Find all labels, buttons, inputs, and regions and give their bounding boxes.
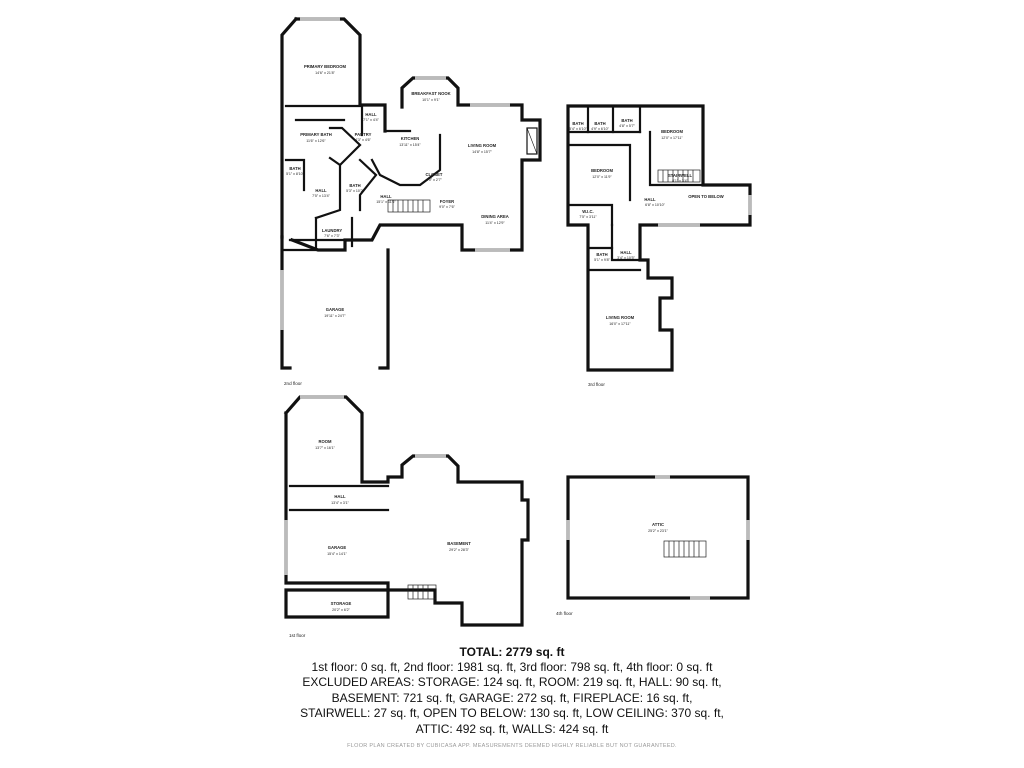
- summary-line: EXCLUDED AREAS: STORAGE: 124 sq. ft, ROO…: [302, 675, 722, 690]
- room-dims: 5'4" x 6'10": [569, 127, 587, 131]
- room-name: LIVING ROOM: [606, 315, 635, 320]
- room-dims: 4'8" x 5'7": [619, 124, 635, 128]
- room-name: GARAGE: [328, 545, 347, 550]
- summary-line: ATTIC: 492 sq. ft, WALLS: 424 sq. ft: [415, 721, 609, 736]
- room-name: BATH: [596, 252, 607, 257]
- room-name: LIVING ROOM: [468, 143, 497, 148]
- room-name: ATTIC: [652, 522, 664, 527]
- room-dims: 7'5" x 3'11": [579, 215, 597, 219]
- room-name: BATH: [349, 183, 360, 188]
- floor-label: 4th floor: [556, 611, 573, 616]
- room-name: KITCHEN: [401, 136, 420, 141]
- summary-line: STAIRWELL: 27 sq. ft, OPEN TO BELOW: 130…: [300, 706, 724, 721]
- room-dims: 5'1" x 9'8": [594, 258, 610, 262]
- room-name: STAIRWELL: [668, 173, 692, 178]
- room-name: STORAGE: [331, 601, 352, 606]
- room-name: BEDROOM: [591, 168, 613, 173]
- room-dims: 4'3" x 4'6": [355, 138, 371, 142]
- room-name: HALL: [365, 112, 377, 117]
- room-name: DINING AREA: [481, 214, 509, 219]
- room-dims: 4'0" x 2'7": [426, 178, 442, 182]
- credit-text: FLOOR PLAN CREATED BY CUBICASA APP. MEAS…: [347, 743, 677, 750]
- room-dims: 16'0" x 17'11": [609, 322, 631, 326]
- room-dims: 15'4" x 14'1": [327, 552, 347, 556]
- room-name: BASEMENT: [447, 541, 471, 546]
- room-dims: 12'0" x 11'9": [592, 175, 612, 179]
- room-name: BATH: [594, 121, 605, 126]
- room-name: BREAKFAST NOOK: [411, 91, 450, 96]
- floor-plan-1st: ROOM 13'7" x 16'1" HALL 13'4" x 3'1" GAR…: [283, 395, 530, 638]
- room-dims: 9'0" x 7'6": [439, 205, 455, 209]
- room-name: GARAGE: [326, 307, 345, 312]
- room-name: W.I.C.: [582, 209, 593, 214]
- floor-label: 2nd floor: [284, 381, 302, 386]
- room-dims: 7'6" x 7'3": [324, 234, 340, 238]
- floor-plan-3rd: BATH 5'4" x 6'10" BATH 4'9" x 6'10" BATH…: [566, 104, 752, 387]
- summary-line: 1st floor: 0 sq. ft, 2nd floor: 1981 sq.…: [311, 660, 713, 674]
- room-name: PANTRY: [355, 132, 372, 137]
- room-dims: 11'6" x 12'6": [306, 139, 326, 143]
- room-name: LAUNDRY: [322, 228, 343, 233]
- room-dims: 20'2" x 6'2": [332, 608, 350, 612]
- room-dims: 14'6" x 21'8": [315, 71, 335, 75]
- floor-label: 3rd floor: [588, 382, 605, 387]
- room-dims: 10'1" x 9'1": [422, 98, 440, 102]
- room-dims: 6'8" x 10'10": [645, 203, 665, 207]
- room-dims: 5'1" x 8'10": [286, 172, 304, 176]
- room-dims: 13'4" x 3'1": [331, 501, 349, 505]
- room-name: BEDROOM: [661, 129, 683, 134]
- room-name: ROOM: [318, 439, 332, 444]
- room-name: BATH: [572, 121, 583, 126]
- room-dims: 15'1" x 11'6": [376, 200, 396, 204]
- room-dims: 7'5" x 13'4": [312, 194, 330, 198]
- room-name: FOYER: [440, 199, 454, 204]
- room-dims: 29'2" x 28'3": [449, 548, 469, 552]
- summary-line: BASEMENT: 721 sq. ft, GARAGE: 272 sq. ft…: [331, 690, 693, 705]
- room-dims: 7'1" x 4'4": [363, 118, 379, 122]
- room-name: BATH: [289, 166, 300, 171]
- floor-plan-4th: ATTIC 25'2" x 23'1" 4th floor: [556, 475, 750, 616]
- room-dims: 13'7" x 16'1": [315, 446, 335, 450]
- floor-label: 1st floor: [289, 633, 306, 638]
- room-dims: 4'9" x 6'10": [591, 127, 609, 131]
- room-name: PRIMARY BEDROOM: [304, 64, 347, 69]
- room-dims: 5'3" x 10'2": [346, 189, 364, 193]
- room-name: HALL: [334, 494, 346, 499]
- room-name: HALL: [380, 194, 392, 199]
- room-dims: 11'4" x 12'9": [485, 221, 505, 225]
- room-dims: 25'2" x 23'1": [648, 529, 668, 533]
- total-area: TOTAL: 2779 sq. ft: [459, 645, 565, 659]
- room-dims: 13'11" x 15'4": [399, 143, 421, 147]
- room-name: CLOSET: [426, 172, 443, 177]
- room-dims: 19'11" x 24'7": [324, 314, 346, 318]
- room-name: OPEN TO BELOW: [688, 194, 724, 199]
- room-name: HALL: [620, 250, 632, 255]
- area-summary: TOTAL: 2779 sq. ft 1st floor: 0 sq. ft, …: [0, 644, 1024, 749]
- floor-plan-2nd: PRIMARY BEDROOM 14'6" x 21'8" BREAKFAST …: [280, 16, 542, 386]
- room-name: PRIMARY BATH: [300, 132, 332, 137]
- room-dims: 12'0" x 17'11": [661, 136, 683, 140]
- room-name: BATH: [621, 118, 632, 123]
- room-name: HALL: [644, 197, 656, 202]
- floor-plans: PRIMARY BEDROOM 14'6" x 21'8" BREAKFAST …: [280, 16, 752, 638]
- room-dims: 3'4" x 10'5": [617, 256, 635, 260]
- room-dims: 14'8" x 15'7": [472, 150, 492, 154]
- room-dims: 8'1" x 3'4": [672, 179, 688, 183]
- room-name: HALL: [315, 188, 327, 193]
